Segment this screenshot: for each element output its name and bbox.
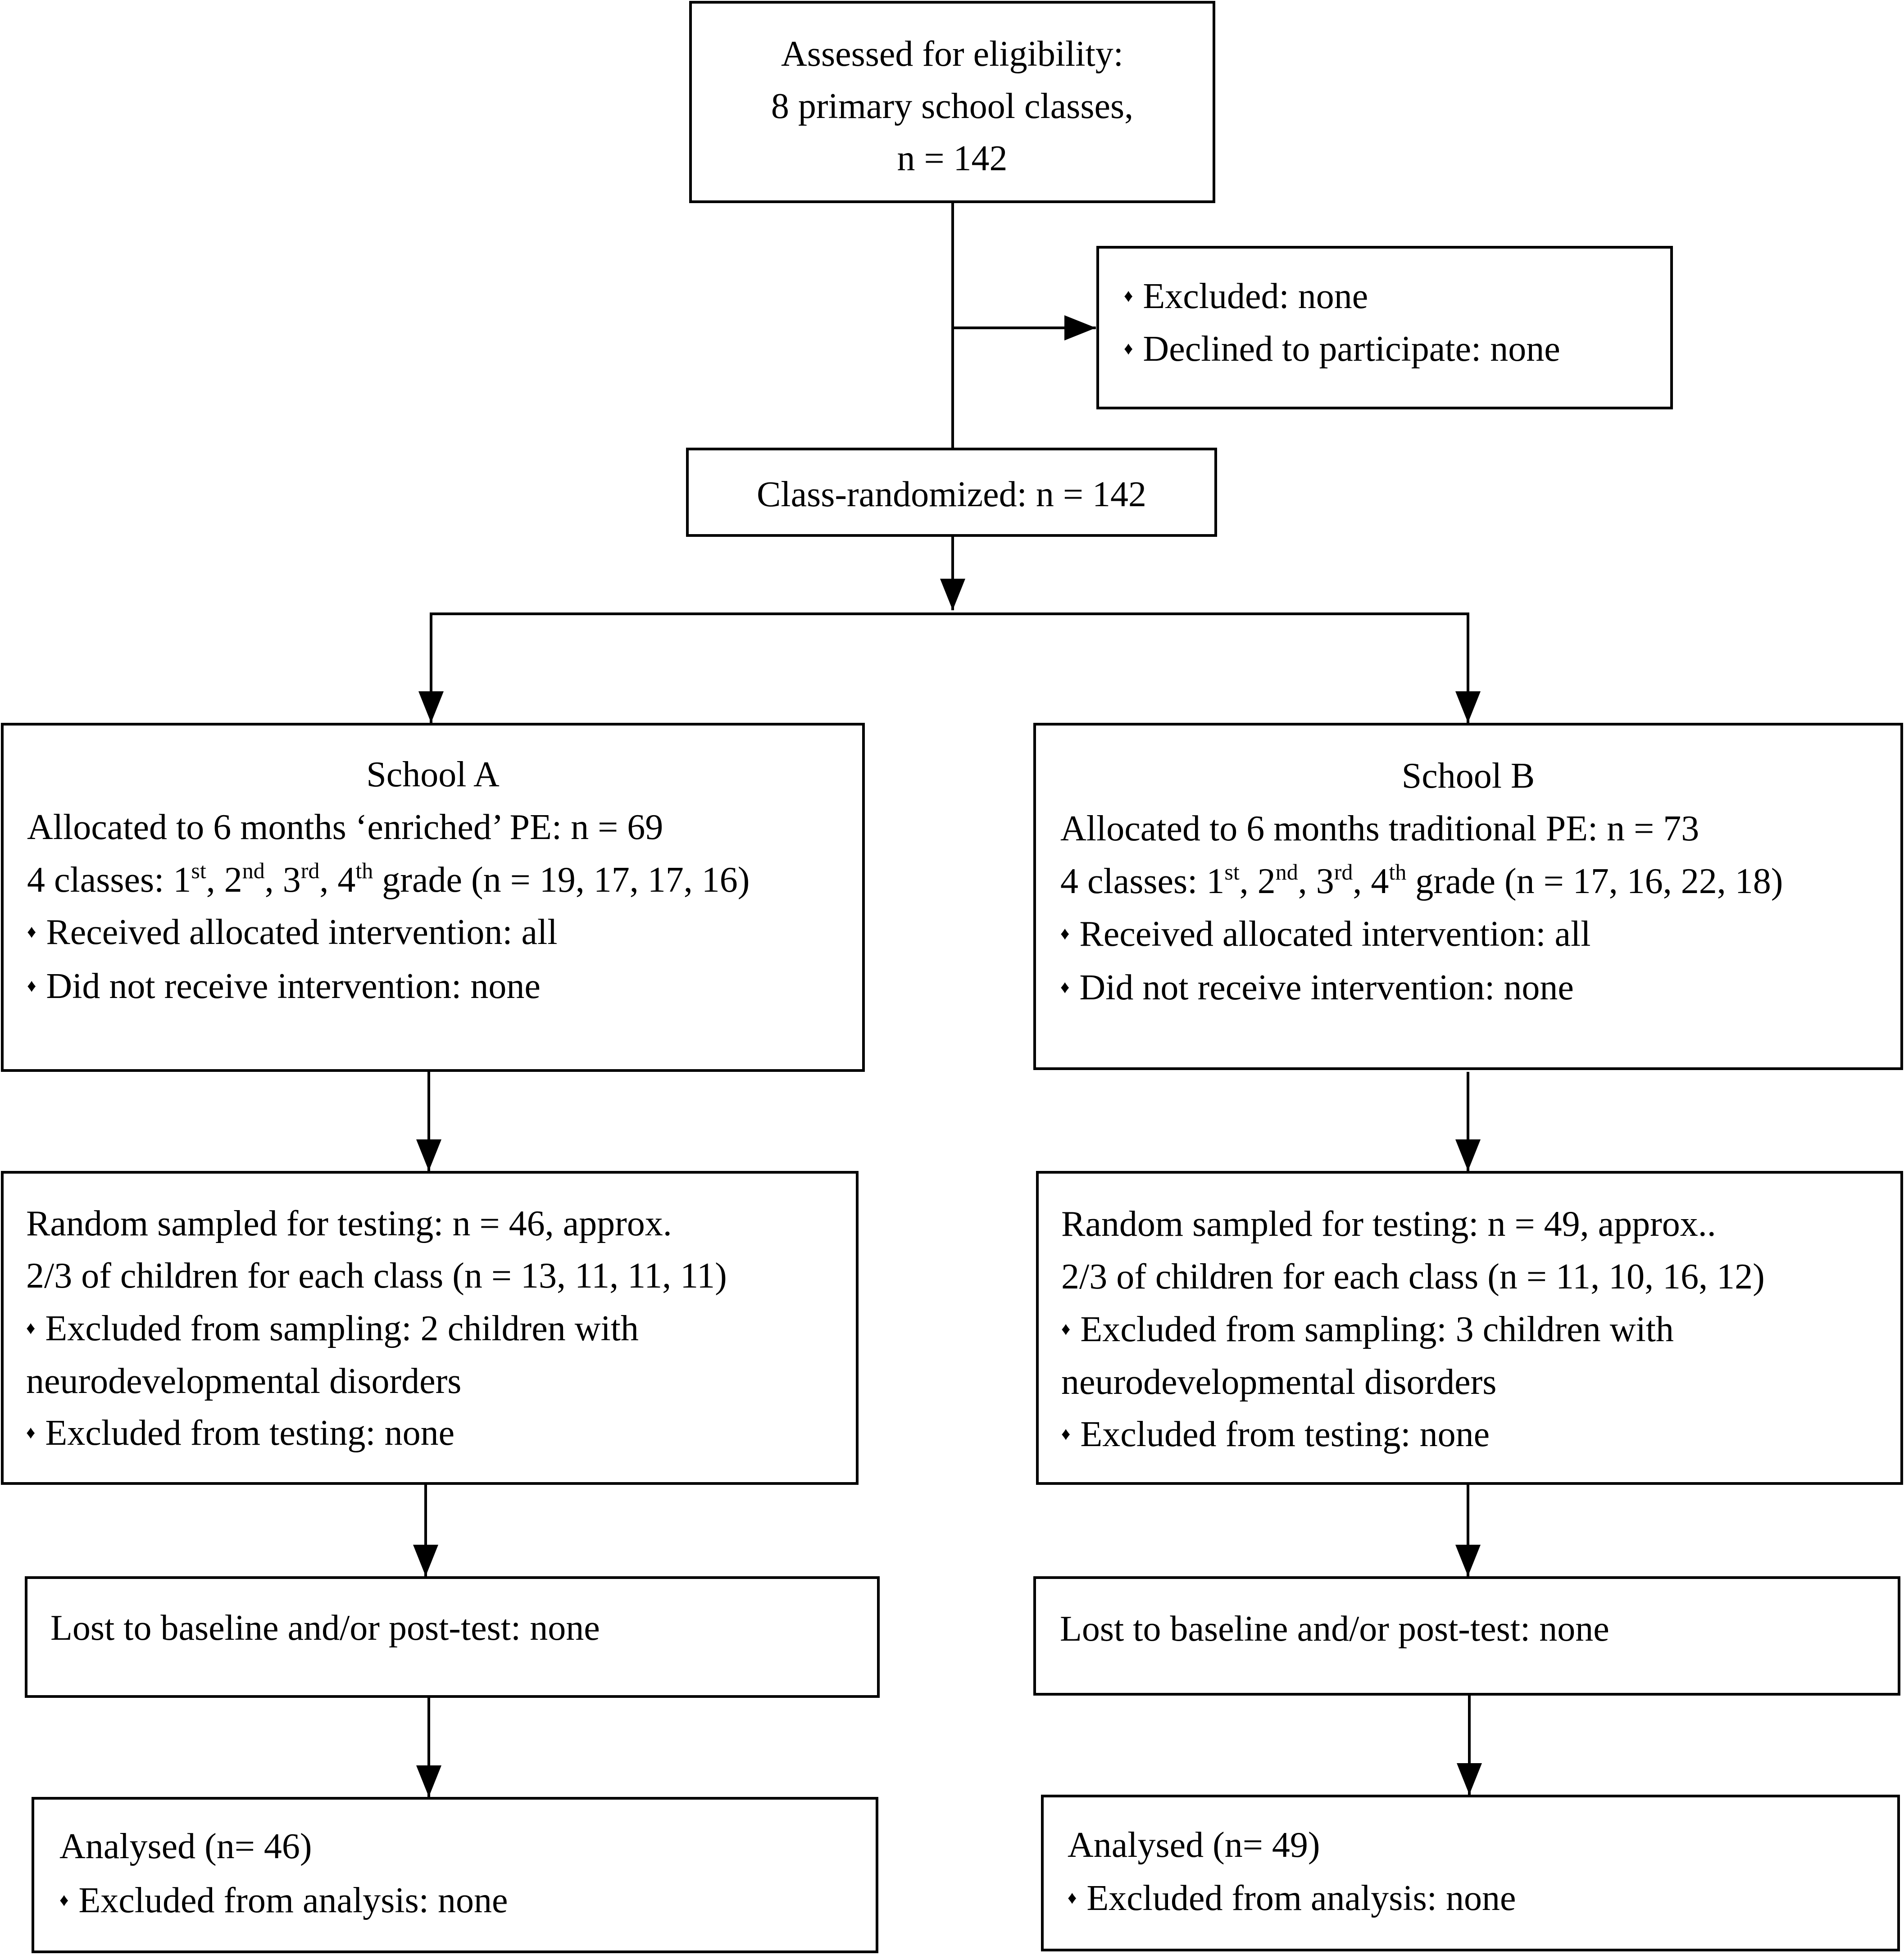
school-a-alloc-item: ♦Did not receive intervention: none <box>27 966 541 1006</box>
assessed-box <box>689 1 1215 203</box>
bullet-icon: ♦ <box>1124 286 1133 306</box>
school-b-sampled-item: ♦Excluded from testing: none <box>1061 1415 1490 1454</box>
school-b-grades-line: 4 classes: 1st, 2nd, 3rd, 4th grade (n =… <box>1060 859 1783 901</box>
bullet-icon: ♦ <box>1061 1319 1071 1339</box>
bullet-icon: ♦ <box>1061 1424 1071 1444</box>
school-b-sampled-box <box>1036 1171 1903 1485</box>
excluded-box <box>1096 246 1673 409</box>
school-b-title: School B <box>1401 756 1535 796</box>
bullet-icon: ♦ <box>1060 923 1070 943</box>
assessed-line: Assessed for eligibility: <box>781 34 1123 74</box>
bullet-icon: ♦ <box>27 975 36 996</box>
school-a-analysed-item: ♦Excluded from analysis: none <box>59 1881 508 1920</box>
school-b-analysed-title: Analysed (n= 49) <box>1068 1825 1320 1865</box>
school-b-alloc-item: ♦Received allocated intervention: all <box>1060 914 1591 954</box>
bullet-icon: ♦ <box>27 921 36 942</box>
school-a-sampled-line: neurodevelopmental disorders <box>26 1361 462 1401</box>
school-b-analysed-item: ♦Excluded from analysis: none <box>1068 1878 1516 1918</box>
school-b-lost-box <box>1033 1576 1900 1696</box>
school-b-alloc-item: ♦Did not receive intervention: none <box>1060 968 1574 1007</box>
school-a-lost-label: Lost to baseline and/or post-test: none <box>50 1608 600 1648</box>
assessed-line: n = 142 <box>897 139 1008 178</box>
school-a-sampled-line: 2/3 of children for each class (n = 13, … <box>26 1256 727 1296</box>
school-a-lost-box <box>25 1576 880 1698</box>
excluded-item: ♦Excluded: none <box>1124 277 1368 316</box>
randomized-label: Class-randomized: n = 142 <box>757 475 1146 514</box>
randomized-box <box>686 448 1217 537</box>
school-b-sampled-line: 2/3 of children for each class (n = 11, … <box>1061 1257 1765 1297</box>
school-a-allocated-line: Allocated to 6 months ‘enriched’ PE: n =… <box>27 807 663 847</box>
school-a-analysed-title: Analysed (n= 46) <box>59 1827 312 1866</box>
school-a-title: School A <box>366 755 500 794</box>
bullet-icon: ♦ <box>59 1890 69 1910</box>
excluded-item: ♦Declined to participate: none <box>1124 329 1560 369</box>
bullet-icon: ♦ <box>26 1318 36 1338</box>
assessed-line: 8 primary school classes, <box>771 86 1134 126</box>
school-a-sampled-item: ♦Excluded from sampling: 2 children with <box>26 1309 639 1348</box>
school-a-sampled-box <box>1 1171 859 1485</box>
bullet-icon: ♦ <box>1124 338 1133 358</box>
school-b-allocated-line: Allocated to 6 months traditional PE: n … <box>1060 809 1700 848</box>
school-a-analysed-box <box>32 1797 878 1953</box>
school-b-analysed-box <box>1041 1795 1900 1951</box>
school-a-sampled-line: Random sampled for testing: n = 46, appr… <box>26 1204 672 1243</box>
split-line <box>430 612 1469 615</box>
school-a-alloc-item: ♦Received allocated intervention: all <box>27 912 558 952</box>
school-b-sampled-line: neurodevelopmental disorders <box>1061 1362 1497 1402</box>
school-a-allocation-box <box>1 723 865 1072</box>
bullet-icon: ♦ <box>26 1422 36 1442</box>
school-b-sampled-line: Random sampled for testing: n = 49, appr… <box>1061 1204 1716 1244</box>
school-b-lost-label: Lost to baseline and/or post-test: none <box>1060 1609 1609 1649</box>
school-b-allocation-box <box>1033 723 1903 1070</box>
bullet-icon: ♦ <box>1068 1887 1077 1908</box>
school-a-sampled-item: ♦Excluded from testing: none <box>26 1413 455 1453</box>
school-a-grades-line: 4 classes: 1st, 2nd, 3rd, 4th grade (n =… <box>27 858 750 900</box>
bullet-icon: ♦ <box>1060 977 1070 997</box>
school-b-sampled-item: ♦Excluded from sampling: 3 children with <box>1061 1310 1674 1349</box>
